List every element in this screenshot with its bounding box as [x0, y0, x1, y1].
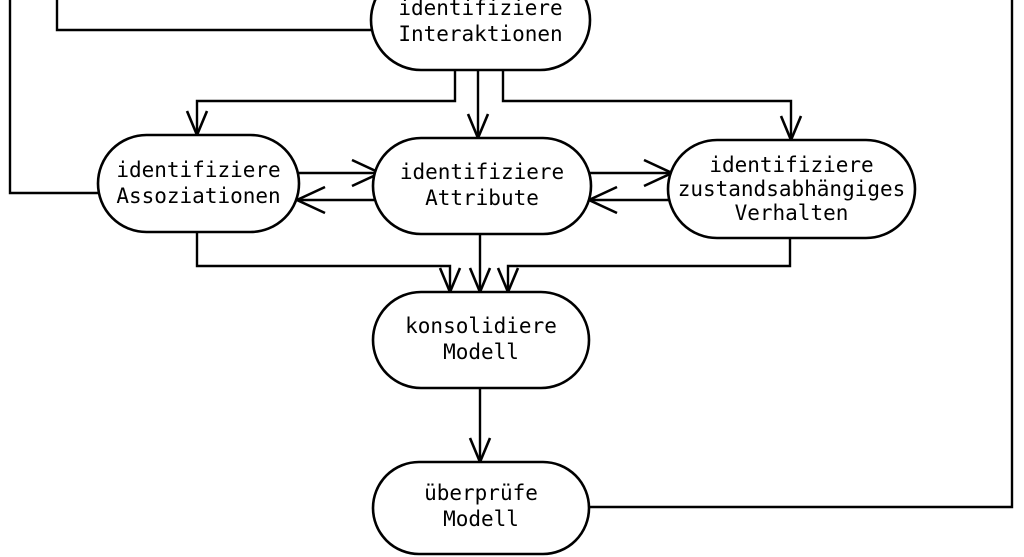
node-konsolidiere-modell-line1: konsolidiere — [405, 314, 557, 338]
edge-assoziationen-to-konsolidiere — [195, 233, 452, 291]
edge-ueberpruefe-to-offpage-right — [584, 0, 1014, 509]
node-identifiziere-assoziationen[interactable]: identifiziere Assoziationen — [96, 133, 301, 234]
node-verhalten-line1: identifiziere — [709, 153, 873, 177]
edge-loop-left-inner-to-interaktionen — [55, 0, 378, 32]
node-ueberpruefe-modell-line2: Modell — [443, 507, 519, 531]
node-ueberpruefe-modell-line1: überprüfe — [424, 481, 538, 505]
node-konsolidiere-modell-shape — [371, 290, 591, 390]
node-identifiziere-assoziationen-line2: Assoziationen — [116, 184, 280, 208]
node-layer: identifiziere Interaktionen identifizier… — [96, 0, 917, 556]
node-konsolidiere-modell[interactable]: konsolidiere Modell — [371, 290, 591, 390]
node-verhalten-line3: Verhalten — [735, 201, 849, 225]
node-identifiziere-interaktionen-shape — [369, 0, 592, 72]
edge-loop-left-outer-to-assoziationen — [8, 0, 110, 195]
edge-interaktionen-to-assoziationen — [195, 70, 457, 134]
node-ueberpruefe-modell[interactable]: überprüfe Modell — [371, 460, 591, 556]
node-identifiziere-assoziationen-line1: identifiziere — [116, 158, 280, 182]
node-identifiziere-attribute-shape — [371, 136, 593, 236]
node-identifiziere-interaktionen[interactable]: identifiziere Interaktionen — [369, 0, 592, 72]
node-identifiziere-attribute-line2: Attribute — [425, 186, 539, 210]
node-ueberpruefe-modell-shape — [371, 460, 591, 556]
node-identifiziere-assoziationen-shape — [96, 133, 301, 234]
node-verhalten-line2: zustandsabhängiges — [678, 177, 906, 201]
node-identifiziere-attribute-line1: identifiziere — [400, 160, 564, 184]
edge-interaktionen-to-verhalten — [501, 70, 793, 139]
node-identifiziere-attribute[interactable]: identifiziere Attribute — [371, 136, 593, 236]
node-identifiziere-interaktionen-line2: Interaktionen — [398, 22, 562, 46]
node-identifiziere-zustandsabhaengiges-verhalten-shape — [666, 138, 917, 240]
node-identifiziere-interaktionen-line1: identifiziere — [398, 0, 562, 20]
node-identifiziere-zustandsabhaengiges-verhalten[interactable]: identifiziere zustandsabhängiges Verhalt… — [666, 138, 917, 240]
edge-verhalten-to-konsolidiere — [506, 239, 792, 291]
edge-layer — [8, 0, 1014, 509]
node-konsolidiere-modell-line2: Modell — [443, 340, 519, 364]
